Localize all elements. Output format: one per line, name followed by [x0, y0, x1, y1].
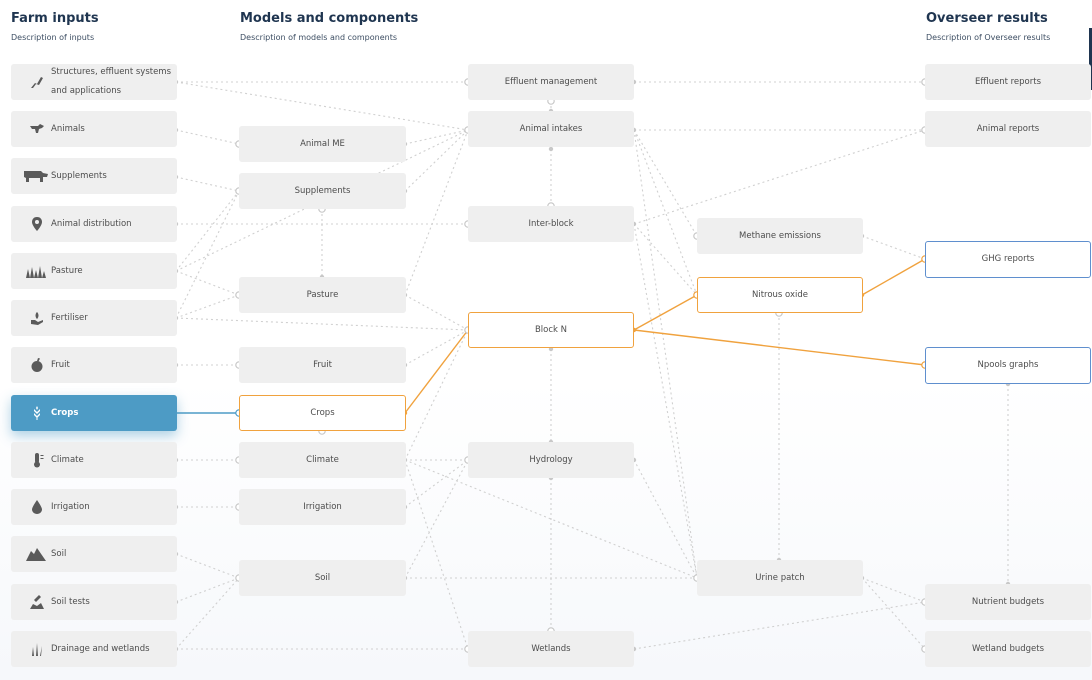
- effluent-icon: [29, 74, 45, 90]
- farm-inputs-desc: Description of inputs: [11, 33, 95, 42]
- input-animals[interactable]: Animals: [11, 111, 177, 147]
- model-irrigation[interactable]: Irrigation: [239, 489, 406, 525]
- input-soil-tests-label: Soil tests: [51, 596, 90, 607]
- models-desc: Description of models and components: [240, 33, 397, 42]
- result-animal-reports[interactable]: Animal reports: [925, 111, 1091, 147]
- model-crops[interactable]: Crops: [239, 395, 406, 431]
- process-nitrous-oxide[interactable]: Nitrous oxide: [697, 277, 863, 313]
- input-animals-label: Animals: [51, 123, 85, 134]
- soil-test-icon: [29, 594, 45, 610]
- result-npools-graphs[interactable]: Npools graphs: [925, 347, 1091, 384]
- input-supplements-label: Supplements: [51, 170, 107, 181]
- result-ghg-reports[interactable]: GHG reports: [925, 241, 1091, 278]
- component-hydrology[interactable]: Hydrology: [468, 442, 634, 478]
- input-animal-distribution[interactable]: Animal distribution: [11, 206, 177, 242]
- input-pasture[interactable]: Pasture: [11, 253, 177, 289]
- component-animal-intakes[interactable]: Animal intakes: [468, 111, 634, 147]
- input-supplements[interactable]: Supplements: [11, 158, 177, 194]
- model-soil[interactable]: Soil: [239, 560, 406, 596]
- fertiliser-icon: [29, 310, 45, 326]
- farm-inputs-title: Farm inputs: [11, 11, 99, 26]
- component-effluent-management[interactable]: Effluent management: [468, 64, 634, 100]
- results-desc: Description of Overseer results: [926, 33, 1051, 42]
- wheat-icon: [29, 405, 45, 421]
- result-wetland-budgets[interactable]: Wetland budgets: [925, 631, 1091, 667]
- model-animal-me[interactable]: Animal ME: [239, 126, 406, 162]
- input-structures-label: Structures, effluent systems and applica…: [51, 67, 172, 96]
- thermometer-icon: [29, 452, 45, 468]
- input-fruit[interactable]: Fruit: [11, 347, 177, 383]
- component-wetlands[interactable]: Wetlands: [468, 631, 634, 667]
- input-irrigation[interactable]: Irrigation: [11, 489, 177, 525]
- input-fertiliser-label: Fertiliser: [51, 312, 88, 323]
- input-irrigation-label: Irrigation: [51, 501, 90, 512]
- component-inter-block[interactable]: Inter-block: [468, 206, 634, 242]
- input-climate-label: Climate: [51, 454, 84, 465]
- location-pin-icon: [29, 216, 45, 232]
- water-drop-icon: [29, 499, 45, 515]
- models-title: Models and components: [240, 11, 419, 26]
- soil-icon: [25, 546, 47, 562]
- background: [0, 380, 1092, 680]
- process-methane-emissions[interactable]: Methane emissions: [697, 218, 863, 254]
- results-title: Overseer results: [926, 11, 1048, 26]
- process-urine-patch[interactable]: Urine patch: [697, 560, 863, 596]
- input-soil[interactable]: Soil: [11, 536, 177, 572]
- grass-icon: [25, 263, 47, 279]
- component-block-n[interactable]: Block N: [468, 312, 634, 348]
- fruit-icon: [29, 357, 45, 373]
- input-fruit-label: Fruit: [51, 359, 70, 370]
- model-supplements[interactable]: Supplements: [239, 173, 406, 209]
- model-fruit[interactable]: Fruit: [239, 347, 406, 383]
- input-soil-tests[interactable]: Soil tests: [11, 584, 177, 620]
- input-pasture-label: Pasture: [51, 265, 83, 276]
- input-drainage[interactable]: Drainage and wetlands: [11, 631, 177, 667]
- animals-icon: [29, 121, 45, 137]
- scroll-accent: [1089, 28, 1092, 90]
- input-soil-label: Soil: [51, 548, 67, 559]
- input-crops-label: Crops: [51, 407, 79, 418]
- model-climate[interactable]: Climate: [239, 442, 406, 478]
- input-drainage-label: Drainage and wetlands: [51, 643, 150, 654]
- input-structures[interactable]: Structures, effluent systems and applica…: [11, 64, 177, 100]
- input-climate[interactable]: Climate: [11, 442, 177, 478]
- wetland-plant-icon: [29, 641, 45, 657]
- input-crops[interactable]: Crops: [11, 395, 177, 431]
- input-fertiliser[interactable]: Fertiliser: [11, 300, 177, 336]
- model-pasture[interactable]: Pasture: [239, 277, 406, 313]
- input-animal-distribution-label: Animal distribution: [51, 218, 132, 229]
- result-effluent-reports[interactable]: Effluent reports: [925, 64, 1091, 100]
- result-nutrient-budgets[interactable]: Nutrient budgets: [925, 584, 1091, 620]
- supplements-icon: [23, 168, 49, 184]
